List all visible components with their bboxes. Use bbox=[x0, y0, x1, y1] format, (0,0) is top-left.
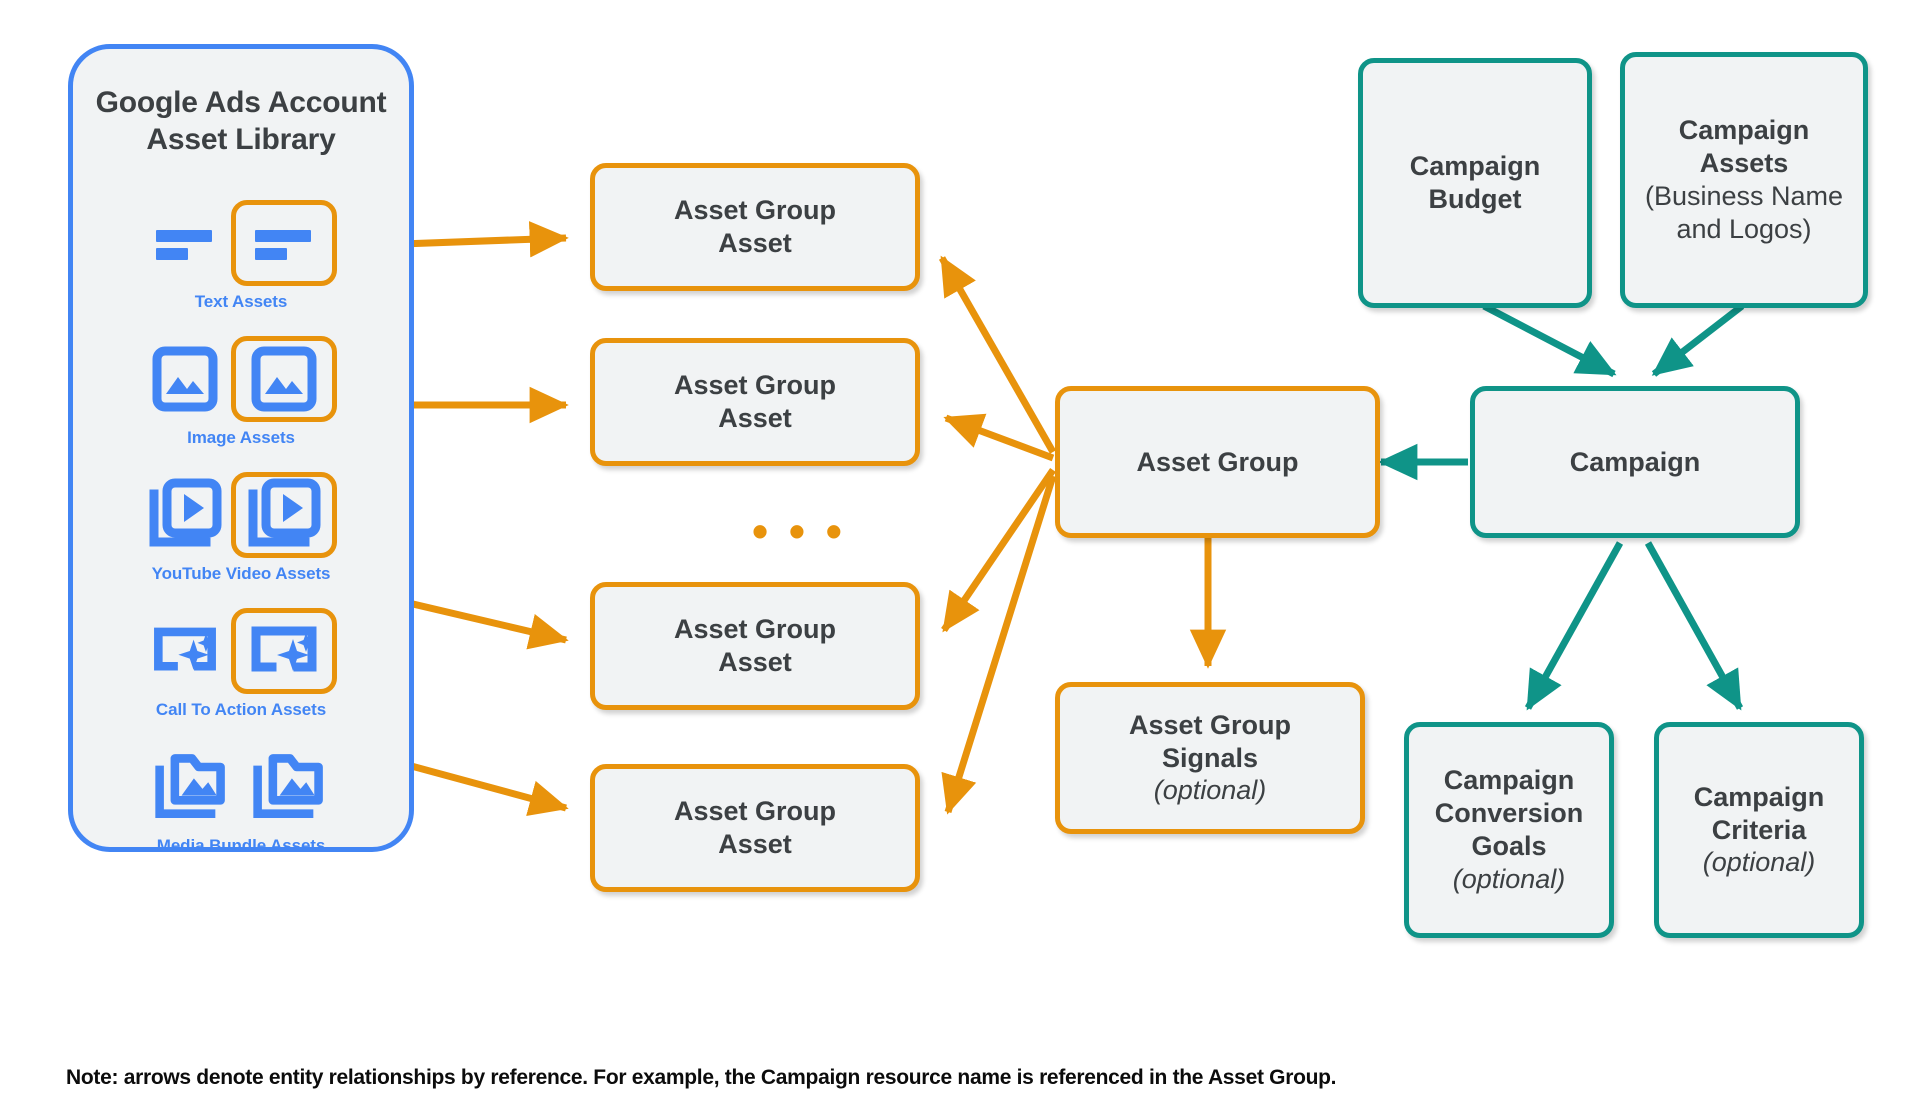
campaign-criteria-line2: Criteria bbox=[1711, 814, 1807, 845]
campaign-conversion-goals-line1: Campaign bbox=[1443, 765, 1575, 796]
campaign-assets-line1: Campaign bbox=[1678, 115, 1810, 146]
asset-caption-video: YouTube Video Assets bbox=[151, 564, 331, 583]
asset-group-asset-line1: Asset Group bbox=[673, 370, 837, 401]
asset-group-asset-line2: Asset bbox=[718, 647, 792, 677]
asset-group-signals-box[interactable]: Asset Group Signals (optional) bbox=[1055, 682, 1365, 834]
asset-caption-media-bundle: Media Bundle Assets bbox=[156, 836, 326, 855]
text-asset-icon-selected[interactable] bbox=[231, 200, 337, 286]
campaign-criteria-box[interactable]: Campaign Criteria (optional) bbox=[1654, 722, 1864, 938]
campaign-box[interactable]: Campaign bbox=[1470, 386, 1800, 538]
campaign-conversion-goals-box[interactable]: Campaign Conversion Goals (optional) bbox=[1404, 722, 1614, 938]
campaign-assets-note: (Business Name and Logos) bbox=[1644, 181, 1844, 244]
asset-group-signals-line1: Asset Group bbox=[1128, 709, 1292, 740]
asset-group-asset-box-3[interactable]: Asset Group Asset bbox=[590, 582, 920, 710]
campaign-conversion-goals-line3: Goals bbox=[1471, 831, 1547, 861]
media-bundle-asset-icon bbox=[152, 747, 232, 827]
asset-group-asset-box-1[interactable]: Asset Group Asset bbox=[590, 163, 920, 291]
asset-group-signals-line2: Signals bbox=[1161, 742, 1259, 773]
asset-row-cta: Call To Action Assets bbox=[68, 608, 414, 720]
asset-row-image: Image Assets bbox=[68, 336, 414, 448]
asset-row-text: Text Assets bbox=[68, 200, 414, 312]
video-asset-icon bbox=[145, 475, 225, 555]
footer-note: Note: arrows denote entity relationships… bbox=[66, 1066, 1337, 1089]
asset-group-asset-line1: Asset Group bbox=[673, 195, 837, 226]
campaign-budget-line2: Budget bbox=[1428, 184, 1522, 214]
asset-group-signals-optional: (optional) bbox=[1153, 775, 1267, 806]
campaign-assets-line2: Assets bbox=[1699, 148, 1789, 179]
asset-group-asset-line2: Asset bbox=[718, 829, 792, 859]
campaign-assets-box[interactable]: Campaign Assets (Business Name and Logos… bbox=[1620, 52, 1868, 308]
text-asset-icon bbox=[145, 203, 225, 283]
image-asset-icon-selected[interactable] bbox=[231, 336, 337, 422]
campaign-criteria-optional: (optional) bbox=[1702, 847, 1816, 878]
call-to-action-asset-icon bbox=[145, 611, 225, 691]
asset-group-asset-box-4[interactable]: Asset Group Asset bbox=[590, 764, 920, 892]
video-asset-icon-selected[interactable] bbox=[231, 472, 337, 558]
asset-caption-cta: Call To Action Assets bbox=[155, 700, 327, 719]
asset-library-title: Google Ads Account Asset Library bbox=[73, 85, 409, 158]
asset-group-asset-box-2[interactable]: Asset Group Asset bbox=[590, 338, 920, 466]
asset-group-asset-line1: Asset Group bbox=[673, 614, 837, 645]
asset-group-asset-line1: Asset Group bbox=[673, 796, 837, 827]
asset-group-asset-line2: Asset bbox=[718, 403, 792, 433]
asset-group-label: Asset Group bbox=[1136, 446, 1299, 477]
asset-row-media-bundle: Media Bundle Assets bbox=[68, 744, 414, 856]
campaign-budget-line1: Campaign bbox=[1409, 151, 1541, 182]
asset-library-title-line1: Google Ads Account bbox=[95, 86, 387, 119]
asset-group-asset-line2: Asset bbox=[718, 228, 792, 258]
campaign-conversion-goals-line2: Conversion bbox=[1434, 798, 1584, 829]
asset-caption-image: Image Assets bbox=[187, 428, 295, 447]
campaign-label: Campaign bbox=[1569, 446, 1701, 477]
campaign-criteria-line1: Campaign bbox=[1693, 781, 1825, 812]
asset-library-title-line2: Asset Library bbox=[146, 122, 336, 156]
campaign-conversion-goals-optional: (optional) bbox=[1452, 863, 1566, 894]
asset-row-video: YouTube Video Assets bbox=[68, 472, 414, 584]
call-to-action-asset-icon-selected[interactable] bbox=[231, 608, 337, 694]
image-asset-icon bbox=[145, 339, 225, 419]
asset-group-box[interactable]: Asset Group bbox=[1055, 386, 1380, 538]
media-bundle-asset-icon-secondary bbox=[250, 747, 330, 827]
asset-caption-text: Text Assets bbox=[194, 292, 288, 311]
campaign-budget-box[interactable]: Campaign Budget bbox=[1358, 58, 1592, 308]
asset-library-panel: Google Ads Account Asset Library bbox=[68, 44, 414, 852]
asset-group-asset-ellipsis: • • • bbox=[752, 505, 846, 557]
